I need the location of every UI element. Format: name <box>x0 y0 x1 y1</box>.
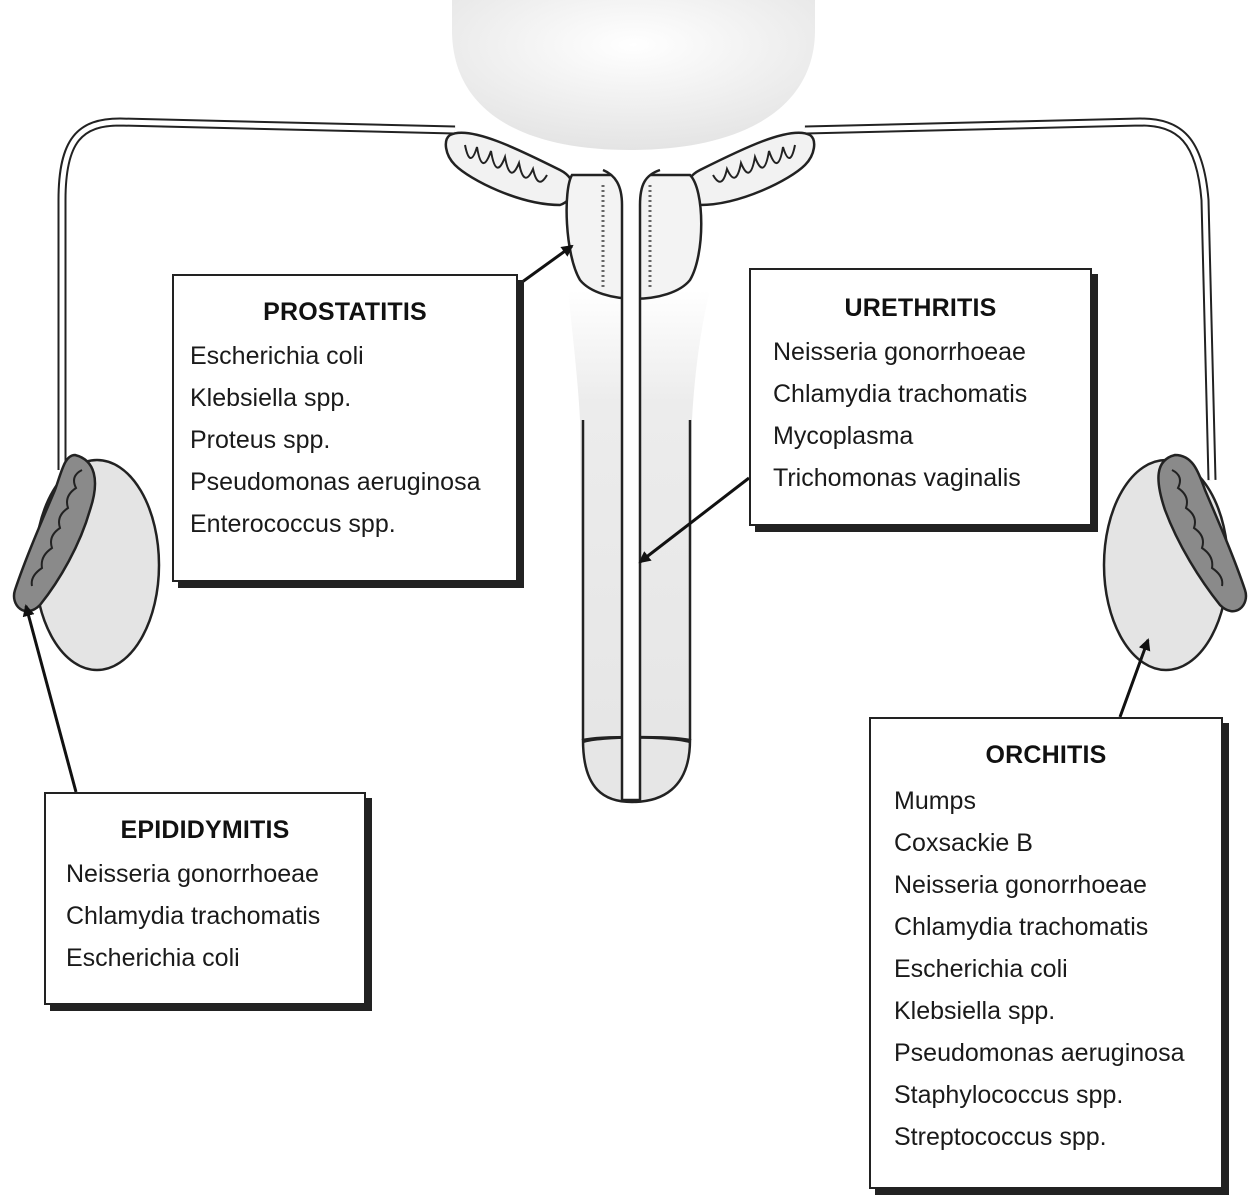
organism-item: Escherichia coli <box>66 937 364 979</box>
organism-item: Coxsackie B <box>894 822 1221 864</box>
organism-item: Trichomonas vaginalis <box>773 457 1090 499</box>
organism-item: Pseudomonas aeruginosa <box>190 461 516 503</box>
epididymitis-organism-list: Neisseria gonorrhoeae Chlamydia trachoma… <box>66 853 364 979</box>
organism-item: Escherichia coli <box>190 335 516 377</box>
organism-item: Proteus spp. <box>190 419 516 461</box>
organism-item: Klebsiella spp. <box>894 990 1221 1032</box>
organism-item: Neisseria gonorrhoeae <box>773 331 1090 373</box>
urethritis-title: URETHRITIS <box>751 294 1090 323</box>
organism-item: Chlamydia trachomatis <box>773 373 1090 415</box>
organism-item: Neisseria gonorrhoeae <box>894 864 1221 906</box>
organism-item: Mumps <box>894 780 1221 822</box>
orchitis-organism-list: Mumps Coxsackie B Neisseria gonorrhoeae … <box>894 780 1221 1158</box>
seminal-vesicle-right <box>687 133 814 205</box>
organism-item: Pseudomonas aeruginosa <box>894 1032 1221 1074</box>
organism-item: Neisseria gonorrhoeae <box>66 853 364 895</box>
arrow-prostatitis <box>518 246 572 285</box>
orchitis-title: ORCHITIS <box>871 741 1221 770</box>
organism-item: Chlamydia trachomatis <box>894 906 1221 948</box>
organism-item: Chlamydia trachomatis <box>66 895 364 937</box>
seminal-vesicle-left <box>446 133 573 205</box>
organism-item: Enterococcus spp. <box>190 503 516 545</box>
orchitis-box: ORCHITIS Mumps Coxsackie B Neisseria gon… <box>869 717 1223 1189</box>
epididymitis-title: EPIDIDYMITIS <box>46 816 364 845</box>
organism-item: Streptococcus spp. <box>894 1116 1221 1158</box>
organism-item: Mycoplasma <box>773 415 1090 457</box>
prostatitis-title: PROSTATITIS <box>174 298 516 327</box>
organism-item: Klebsiella spp. <box>190 377 516 419</box>
urethritis-organism-list: Neisseria gonorrhoeae Chlamydia trachoma… <box>773 331 1090 499</box>
bladder <box>452 0 815 150</box>
organism-item: Escherichia coli <box>894 948 1221 990</box>
epididymitis-box: EPIDIDYMITIS Neisseria gonorrhoeae Chlam… <box>44 792 366 1005</box>
organism-item: Staphylococcus spp. <box>894 1074 1221 1116</box>
urethritis-box: URETHRITIS Neisseria gonorrhoeae Chlamyd… <box>749 268 1092 526</box>
prostatitis-box: PROSTATITIS Escherichia coli Klebsiella … <box>172 274 518 582</box>
prostatitis-organism-list: Escherichia coli Klebsiella spp. Proteus… <box>190 335 516 545</box>
